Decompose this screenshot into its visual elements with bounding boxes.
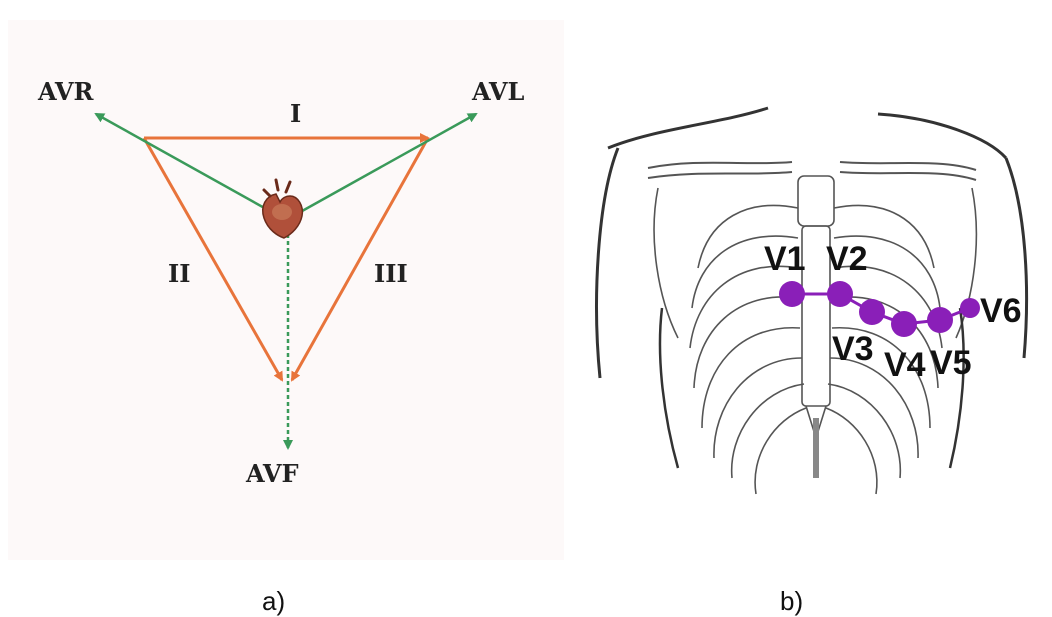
- heart-icon: [263, 180, 303, 238]
- electrode-v4: [891, 311, 917, 337]
- avr-label: AVR: [37, 77, 94, 106]
- electrode-label-v5: V5: [930, 344, 972, 382]
- lead-1-label: I: [290, 99, 301, 128]
- caption-a: a): [262, 586, 285, 617]
- caption-b: b): [780, 586, 803, 617]
- avl-line: [286, 114, 476, 220]
- einthoven-triangle-diagram: AVR AVL AVF I II III: [8, 20, 564, 560]
- avf-label: AVF: [245, 459, 299, 488]
- electrode-v2: [827, 281, 853, 307]
- electrode-v5: [927, 307, 953, 333]
- precordial-leads-diagram: V1 V2 V3 V4 V5 V6: [578, 58, 1046, 558]
- electrode-v1: [779, 281, 805, 307]
- lead-2-label: II: [168, 259, 190, 288]
- electrode-label-v6: V6: [980, 292, 1022, 330]
- precordial-leads-panel: V1 V2 V3 V4 V5 V6: [578, 58, 1046, 558]
- einthoven-triangle-panel: AVR AVL AVF I II III: [8, 20, 564, 560]
- lead-3-label: III: [374, 259, 408, 288]
- lead-2-line: [144, 138, 282, 380]
- avl-label: AVL: [471, 77, 524, 106]
- ribcage-icon: [597, 108, 1027, 494]
- electrode-label-v4: V4: [884, 346, 926, 384]
- avr-line: [96, 114, 286, 220]
- electrode-v3: [859, 299, 885, 325]
- electrode-label-v1: V1: [764, 240, 806, 278]
- electrode-label-v2: V2: [826, 240, 868, 278]
- electrode-v6: [960, 298, 980, 318]
- electrode-label-v3: V3: [832, 330, 874, 368]
